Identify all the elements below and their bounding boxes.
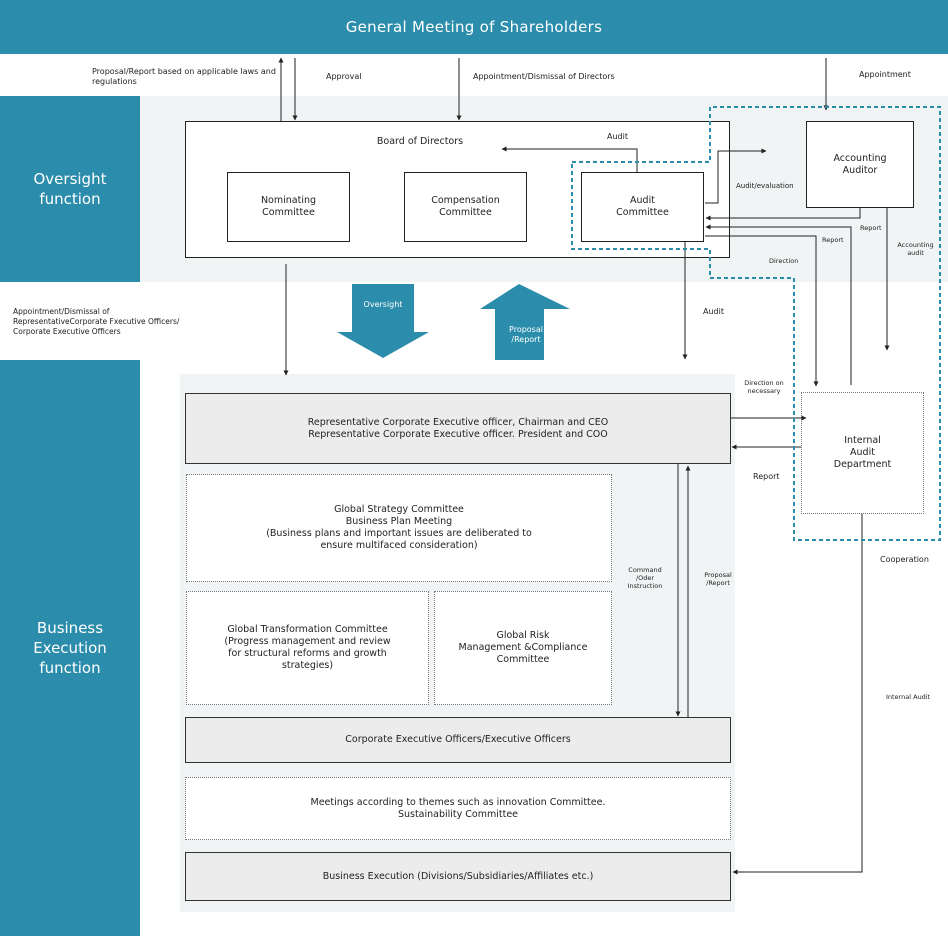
- board-of-directors-title: Board of Directors: [376, 136, 464, 147]
- audit-evaluation-arrow: [705, 148, 767, 204]
- audit-to-board-arrow: [501, 146, 638, 172]
- proposal-report-block-arrow: [480, 284, 570, 360]
- oversight-function-band: Oversight function: [0, 96, 140, 282]
- internal-audit-line: [732, 514, 863, 875]
- label-appointment: Appointment: [859, 70, 911, 79]
- audit-committee-box: Audit Committee: [581, 172, 704, 242]
- label-report-1: Report: [860, 224, 882, 232]
- label-cooperation: Cooperation: [880, 555, 929, 564]
- accounting-auditor-box: Accounting Auditor: [806, 121, 914, 208]
- label-audit-mid: Audit: [703, 307, 724, 316]
- meetings-by-theme-box: Meetings according to themes such as inn…: [185, 777, 731, 840]
- proposal-report-arrow-label: Proposal /Report: [509, 325, 543, 344]
- business-execution-box: Business Execution (Divisions/Subsidiari…: [185, 852, 731, 901]
- label-command-order-instruction: Command /Oder Instruction: [627, 566, 663, 590]
- label-report-3: Report: [753, 472, 780, 481]
- label-audit-top: Audit: [607, 132, 628, 141]
- global-transformation-committee-box: Global Transformation Committee (Progres…: [186, 591, 429, 705]
- corporate-executive-officers-box: Corporate Executive Officers/Executive O…: [185, 717, 731, 763]
- label-audit-evaluation: Audit/evaluation: [736, 182, 794, 190]
- oversight-block-arrow: [337, 284, 429, 358]
- label-proposal-report-small: Proposal /Report: [704, 571, 732, 587]
- label-approval: Approval: [326, 72, 362, 81]
- label-report-2: Report: [822, 236, 844, 244]
- internal-audit-department-box: Internal Audit Department: [801, 392, 924, 514]
- internal-report-arrow: [705, 224, 852, 385]
- label-internal-audit: Internal Audit: [886, 693, 931, 701]
- direction-arrow: [705, 235, 819, 387]
- label-direction-on-necessary: Direction on necessary: [744, 379, 784, 395]
- compensation-committee-box: Compensation Committee: [404, 172, 527, 242]
- label-proposal-report-laws: Proposal/Report based on applicable laws…: [92, 67, 276, 86]
- label-accounting-audit: Accounting audit: [897, 241, 934, 257]
- label-direction: Direction: [769, 257, 799, 265]
- label-appointment-dismissal-officers: Appointment/Dismissal of RepresentativeC…: [13, 307, 180, 336]
- business-execution-function-band: Business Execution function: [0, 360, 140, 936]
- global-risk-committee-box: Global Risk Management &Compliance Commi…: [434, 591, 612, 705]
- ceo-coo-box: Representative Corporate Executive offic…: [185, 393, 731, 464]
- general-meeting-banner: General Meeting of Shareholders: [0, 0, 948, 54]
- auditor-report-arrow: [705, 208, 861, 221]
- audit-scope-dashed-outline: [571, 106, 941, 541]
- label-appointment-dismissal-directors: Appointment/Dismissal of Directors: [473, 72, 615, 81]
- nominating-committee-box: Nominating Committee: [227, 172, 350, 242]
- global-strategy-committee-box: Global Strategy Committee Business Plan …: [186, 474, 612, 582]
- oversight-arrow-label: Oversight: [363, 300, 403, 309]
